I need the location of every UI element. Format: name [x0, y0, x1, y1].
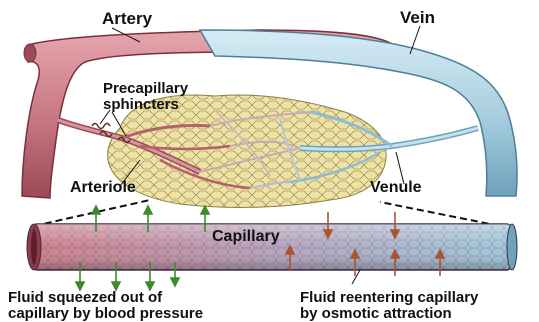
vein-label: Vein	[400, 9, 435, 26]
venule-label: Venule	[370, 180, 422, 196]
fluid-out-caption: Fluid squeezed out of capillary by blood…	[8, 290, 203, 322]
capillary-label-pointer	[352, 270, 360, 284]
capillary-label: Capillary	[212, 229, 280, 245]
precapillary-sphincters-label: Precapillary sphincters	[103, 81, 188, 113]
fluid-in-caption: Fluid reentering capillary by osmotic at…	[300, 290, 478, 322]
arteriole-label: Arteriole	[70, 180, 136, 196]
artery-label: Artery	[102, 10, 152, 27]
